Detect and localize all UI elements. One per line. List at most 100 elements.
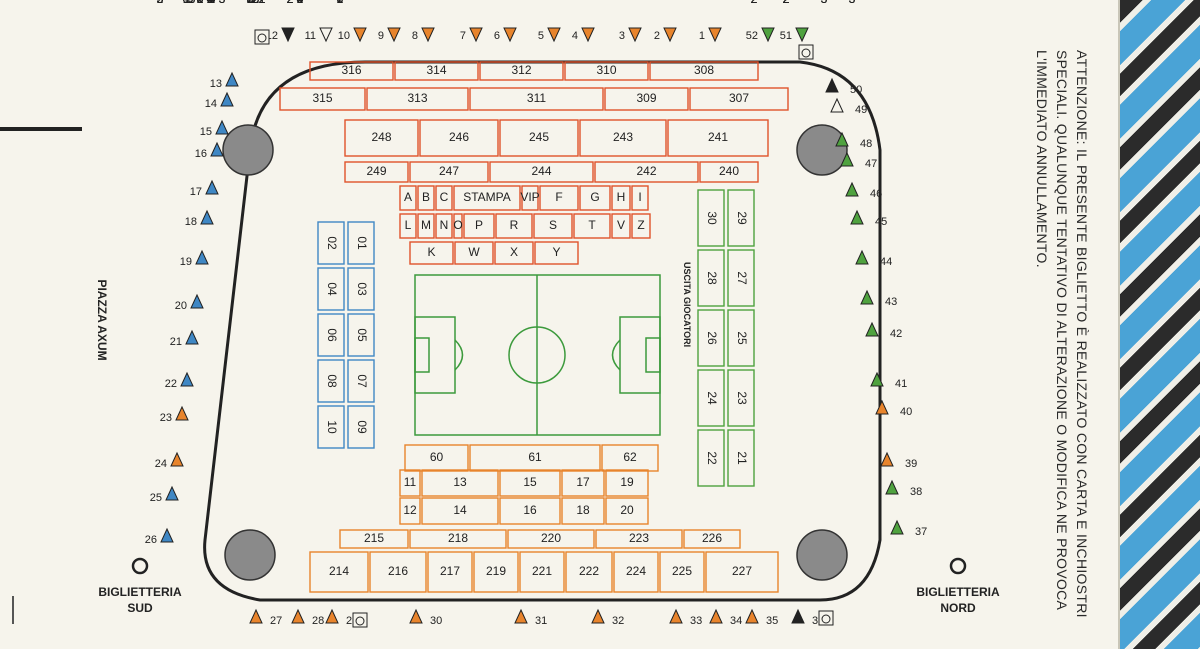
- section-box: [579, 119, 667, 157]
- gate-label: 23: [160, 412, 172, 424]
- section-25: 25: [727, 309, 755, 367]
- section-216: 216: [369, 551, 427, 593]
- gate-label: 28: [312, 615, 324, 627]
- gate-label: 20: [175, 300, 187, 312]
- section-C: C: [435, 185, 453, 211]
- section-box: [507, 529, 595, 549]
- section-label: 308: [694, 63, 714, 77]
- section-box: [519, 551, 565, 593]
- gate-label: 17: [190, 186, 202, 198]
- section-303: 303: [187, 0, 828, 6]
- gate-label: 33: [690, 615, 702, 627]
- section-label: 26: [705, 331, 719, 345]
- section-313: 313: [366, 87, 469, 111]
- section-box: [347, 267, 375, 311]
- section-16: 16: [499, 497, 561, 525]
- section-label: 218: [448, 531, 468, 545]
- section-label: 301: [187, 0, 828, 6]
- section-label: 21: [735, 451, 749, 465]
- gate-triangle-icon: [835, 131, 849, 147]
- section-305: 305: [187, 0, 828, 6]
- section-28: 28: [697, 249, 725, 307]
- gate-triangle-icon: [890, 519, 904, 535]
- section-I: I: [631, 185, 649, 211]
- section-box: [727, 249, 755, 307]
- section-15: 15: [499, 469, 561, 497]
- gate-triangle-icon: [845, 181, 859, 197]
- section-box: [697, 189, 725, 247]
- gate-label: 21: [170, 336, 182, 348]
- section-label: 223: [629, 531, 649, 545]
- gate-triangle-icon: [870, 371, 884, 387]
- section-220: 220: [507, 529, 595, 549]
- section-box: [605, 469, 649, 497]
- section-label: R: [510, 218, 519, 232]
- section-Y: Y: [534, 241, 579, 265]
- section-box: [534, 241, 579, 265]
- section-label: G: [590, 190, 599, 204]
- section-label: 247: [439, 164, 459, 178]
- uscita-label: USCITA GIOCATORI: [682, 262, 692, 347]
- section-S: S: [533, 213, 573, 239]
- section-29: 29: [727, 189, 755, 247]
- section-label: 225: [672, 564, 692, 578]
- gate-triangle-icon: [880, 451, 894, 467]
- section-box: [309, 61, 394, 81]
- section-label: 303: [187, 0, 828, 6]
- gate-label: 52: [746, 30, 758, 42]
- section-02: 02: [317, 221, 345, 265]
- section-box: [421, 469, 499, 497]
- section-225: 225: [659, 551, 705, 593]
- section-label: 317: [219, 0, 344, 6]
- gate-label: 24: [155, 458, 167, 470]
- gate-label: 15: [200, 126, 212, 138]
- section-box: [409, 161, 489, 183]
- gate-triangle-icon: [421, 27, 435, 43]
- section-label: 311: [527, 91, 546, 105]
- section-box: [347, 359, 375, 403]
- section-box: [347, 221, 375, 265]
- section-247: 247: [409, 161, 489, 183]
- section-O: O: [453, 213, 463, 239]
- section-box: [499, 119, 579, 157]
- section-label: 01: [355, 236, 369, 250]
- gate-triangle-icon: [291, 608, 305, 624]
- ticket-office-nord-label-2: NORD: [940, 601, 976, 615]
- stub-edge: [1118, 0, 1120, 649]
- section-box: [611, 185, 631, 211]
- section-box: [579, 185, 611, 211]
- section-label: 24: [705, 391, 719, 405]
- section-309: 309: [604, 87, 689, 111]
- section-box: [565, 551, 613, 593]
- section-label: 28: [705, 271, 719, 285]
- gate-label: 45: [875, 216, 887, 228]
- section-label: 216: [388, 564, 408, 578]
- section-box: [347, 405, 375, 449]
- gate-label: 14: [205, 98, 217, 110]
- section-label: M: [421, 218, 431, 232]
- section-label: 220: [541, 531, 561, 545]
- section-12: 12: [399, 497, 421, 525]
- section-box: [309, 551, 369, 593]
- section-label: 215: [364, 531, 384, 545]
- section-22: 22: [697, 429, 725, 487]
- section-226: 226: [683, 529, 741, 549]
- section-label: 09: [355, 420, 369, 434]
- section-227: 227: [705, 551, 779, 593]
- section-label: H: [617, 190, 626, 204]
- section-240: 240: [699, 161, 759, 183]
- section-box: [344, 161, 409, 183]
- section-box: [595, 529, 683, 549]
- section-label: 249: [366, 164, 386, 178]
- section-label: 27: [735, 271, 749, 285]
- section-box: [421, 497, 499, 525]
- gate-label: 31: [535, 615, 547, 627]
- section-label: 246: [449, 130, 469, 144]
- section-box: [399, 185, 417, 211]
- section-label: F: [555, 190, 562, 204]
- section-box: [499, 497, 561, 525]
- gate-label: 51: [780, 30, 792, 42]
- section-24: 24: [697, 369, 725, 427]
- ticket-office-sud-label-2: SUD: [127, 601, 153, 615]
